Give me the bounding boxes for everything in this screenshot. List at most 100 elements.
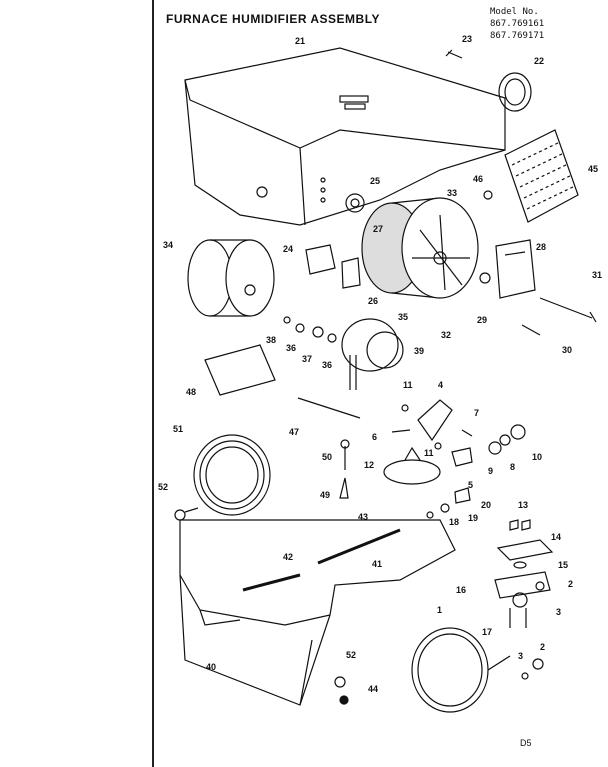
part-label: 36 [322,360,332,370]
part-label: 10 [532,452,542,462]
part-label: 51 [173,424,183,434]
part-label: 23 [462,34,472,44]
plug-part [339,695,349,705]
float-arm-part [417,399,453,442]
part-label: 18 [449,517,459,527]
diagram-title: FURNACE HUMIDIFIER ASSEMBLY [166,12,380,26]
part-label: 3 [556,607,561,617]
hose-coil-part [184,434,271,516]
washer-part [479,272,491,284]
part-label: 46 [473,174,483,184]
water-bar-part [317,528,401,565]
part-label: 52 [346,650,356,660]
part-label: 47 [289,427,299,437]
part-label: 28 [536,242,546,252]
part-label: 27 [373,224,383,234]
part-label: 49 [320,490,330,500]
washer-part [440,503,450,513]
part-label: 29 [477,315,487,325]
part-label: 8 [510,462,515,472]
part-label: 36 [286,343,296,353]
part-label: 50 [322,452,332,462]
float-bar-part [242,573,301,592]
part-label: 13 [518,500,528,510]
part-label: 7 [474,408,479,418]
rod-part [521,324,541,336]
pin-part [391,429,411,433]
valve-part [451,447,473,467]
cabinet-top-part [184,47,506,226]
part-label: 30 [562,345,572,355]
part-label: 9 [488,466,493,476]
washer-part [499,434,511,446]
clip-bracket-part [341,257,361,289]
part-label: 37 [302,354,312,364]
part-label: 20 [481,500,491,510]
part-label: 32 [441,330,451,340]
clamp-part [334,676,346,688]
part-label: 5 [468,480,473,490]
diagram-code: D5 [520,738,532,748]
part-label: 1 [437,605,442,615]
part-label: 2 [568,579,573,589]
part-label: 3 [518,651,523,661]
part-label: 33 [447,188,457,198]
washer-part [283,316,291,324]
part-label: 31 [592,270,602,280]
model-label: Model No. [490,7,539,17]
nut-part [535,581,545,591]
cover-plate-part [204,344,276,396]
nozzle-part [339,477,349,499]
part-label: 41 [372,559,382,569]
washer-part [327,333,337,343]
part-label: 17 [482,627,492,637]
tubing-coil-part [411,627,511,713]
part-label: 4 [438,380,443,390]
part-label: 43 [358,512,368,522]
clamp-part [174,509,186,521]
humidistat-part [495,239,536,299]
part-label: 44 [368,684,378,694]
ball-part [401,404,409,412]
control-knob-part [345,193,365,213]
fitting-part [340,439,350,449]
part-label: 45 [588,164,598,174]
washer-part [295,323,305,333]
shaft-part [297,397,361,419]
part-label: 2 [540,642,545,652]
ball-part [434,442,442,450]
fitting-part [454,487,471,504]
nut-part [532,658,544,670]
part-label: 14 [551,532,561,542]
solenoid-valve-part [494,571,551,628]
bracket-part [305,244,336,275]
part-label: 26 [368,296,378,306]
nut-part [509,519,519,531]
part-label: 16 [456,585,466,595]
nut-part [521,672,529,680]
part-label: 40 [206,662,216,672]
float-part [383,446,441,485]
washer-part [513,561,527,569]
part-label: 52 [158,482,168,492]
filter-panel-part [504,129,579,223]
part-label: 34 [163,240,173,250]
part-label: 11 [403,380,413,390]
bracket-part [496,539,554,561]
part-label: 25 [370,176,380,186]
part-label: 48 [186,387,196,397]
model-number: 867.769161 [490,19,545,29]
spring-clip-part [461,429,473,437]
bolt-part [539,297,597,323]
motor-housing-part [187,239,275,317]
screw-part [445,49,463,59]
part-label: 24 [283,244,293,254]
part-label: 42 [283,552,293,562]
part-label: 15 [558,560,568,570]
evaporator-drum-part [361,197,479,299]
model-number-block: Model No. 867.769161 867.769171 [490,6,544,42]
nut-part [521,519,531,531]
washer-part [312,326,324,338]
